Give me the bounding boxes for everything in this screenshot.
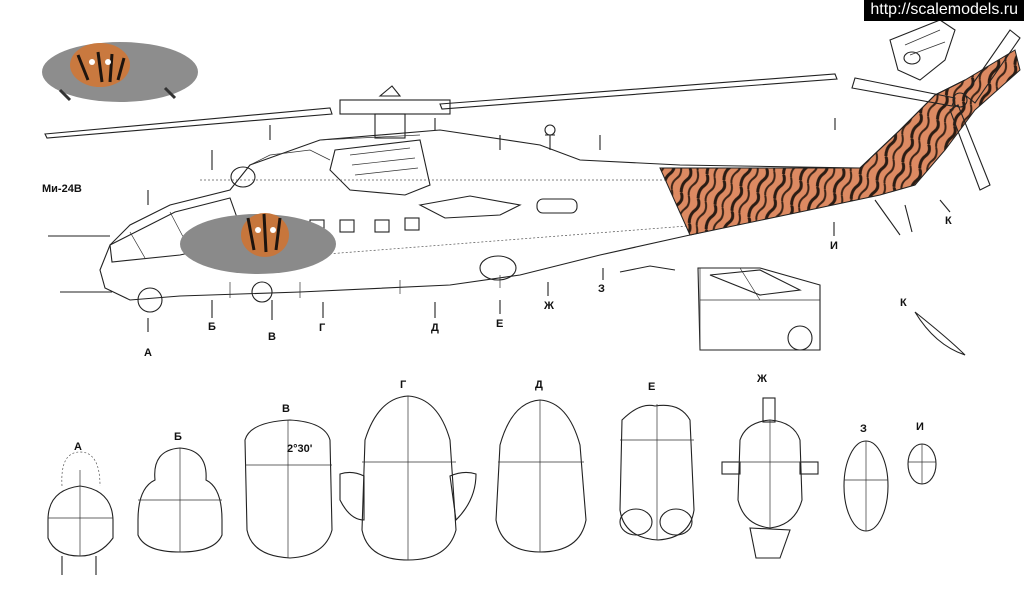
- section-view-label-a: А: [74, 441, 82, 453]
- section-view-b: [137, 447, 223, 553]
- tail-rotor: [851, 29, 1021, 236]
- section-view-label-zh: Ж: [756, 373, 767, 385]
- section-view-label-v: В: [282, 403, 290, 415]
- section-view-label-b: Б: [174, 431, 182, 443]
- section-marker-d: Д: [431, 322, 439, 334]
- main-rotor: [44, 73, 838, 139]
- tiger-emblem-icon: [42, 42, 198, 102]
- section-marker-g: Г: [319, 322, 326, 334]
- section-marker-i: И: [830, 240, 838, 252]
- detail-view-k: [697, 267, 966, 356]
- angle-marking: 2°30': [287, 443, 313, 455]
- section-view-g: [339, 395, 477, 561]
- tiger-emblem-icon: [180, 213, 336, 274]
- section-marker-a: А: [144, 347, 152, 359]
- section-marker-v: В: [268, 331, 276, 343]
- section-view-label-d: Д: [535, 379, 543, 391]
- watermark[interactable]: http://scalemodels.ru: [864, 0, 1024, 21]
- antenna-detail: [619, 265, 676, 273]
- section-view-z: [843, 440, 889, 532]
- section-marker-e: Е: [496, 318, 503, 330]
- section-view-label-i: И: [916, 421, 924, 433]
- section-view-label-e: Е: [648, 381, 655, 393]
- cross-sections: [47, 395, 937, 575]
- section-marker-z: З: [598, 283, 605, 295]
- tail-boom-tiger-paint: [659, 49, 1021, 236]
- section-view-d: [495, 399, 587, 553]
- section-view-v: [244, 419, 333, 559]
- section-view-a: [47, 451, 114, 575]
- section-view-i: [907, 443, 937, 485]
- section-view-label-g: Г: [400, 379, 407, 391]
- detail-view-top: [889, 19, 956, 81]
- section-marker-k: К: [945, 215, 952, 227]
- section-marker-b: Б: [208, 321, 216, 333]
- aircraft-label: Ми-24В: [42, 183, 82, 195]
- section-view-e: [619, 404, 695, 541]
- section-marker-lines: [147, 118, 951, 332]
- section-marker-zh: Ж: [543, 300, 554, 312]
- detail-label-k: К: [900, 297, 907, 309]
- section-view-label-z: З: [860, 423, 867, 435]
- section-view-zh: [721, 397, 819, 559]
